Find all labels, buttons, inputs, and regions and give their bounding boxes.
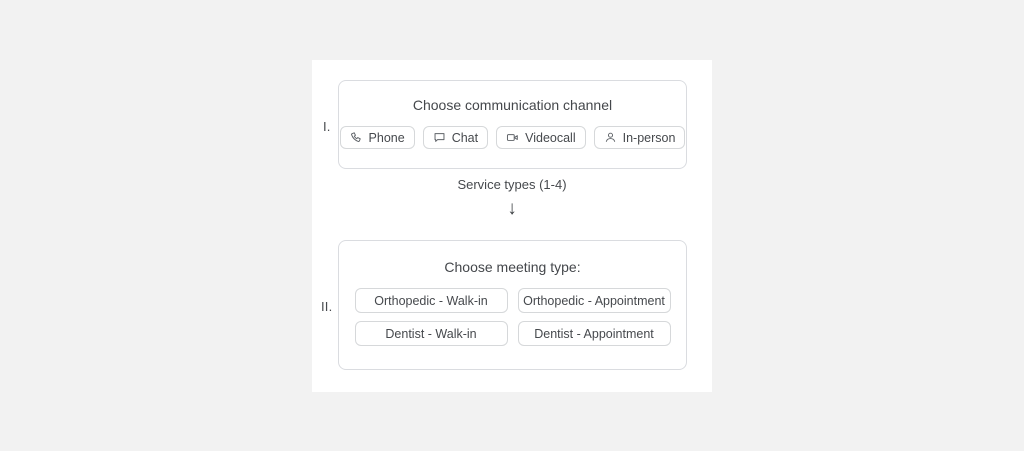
meeting-option-orthopedic-walk-in[interactable]: Orthopedic - Walk-in <box>354 288 508 313</box>
service-types-caption: Service types (1-4) <box>457 177 567 192</box>
chat-bubble-icon <box>433 131 446 144</box>
channel-option-phone-label: Phone <box>368 130 405 145</box>
phone-icon <box>350 131 363 144</box>
channel-option-videocall-label: Videocall <box>525 130 576 145</box>
step-label-one: I. <box>323 119 331 134</box>
communication-channel-options: Phone Chat Videocall <box>339 126 686 149</box>
meeting-option-dentist-appointment[interactable]: Dentist - Appointment <box>517 321 671 346</box>
video-camera-icon <box>506 131 519 144</box>
communication-channel-card: Choose communication channel Phone Chat <box>338 80 687 169</box>
channel-option-chat-label: Chat <box>451 130 479 145</box>
meeting-type-card: Choose meeting type: Orthopedic - Walk-i… <box>338 240 687 370</box>
meeting-type-options: Orthopedic - Walk-in Orthopedic - Appoin… <box>339 288 686 346</box>
flow-connector: Service types (1-4) ↓ <box>312 178 712 218</box>
meeting-option-dentist-walk-in[interactable]: Dentist - Walk-in <box>354 321 508 346</box>
channel-option-phone[interactable]: Phone <box>339 126 415 149</box>
channel-option-in-person-label: In-person <box>622 130 676 145</box>
communication-channel-title: Choose communication channel <box>412 97 613 113</box>
channel-option-videocall[interactable]: Videocall <box>496 126 586 149</box>
meeting-type-title: Choose meeting type: <box>444 259 581 275</box>
meeting-option-orthopedic-appointment[interactable]: Orthopedic - Appointment <box>517 288 671 313</box>
person-icon <box>604 131 617 144</box>
channel-option-chat[interactable]: Chat <box>422 126 489 149</box>
arrow-down-icon: ↓ <box>507 198 517 219</box>
step-label-two: II. <box>321 299 333 314</box>
channel-option-in-person[interactable]: In-person <box>593 126 686 149</box>
